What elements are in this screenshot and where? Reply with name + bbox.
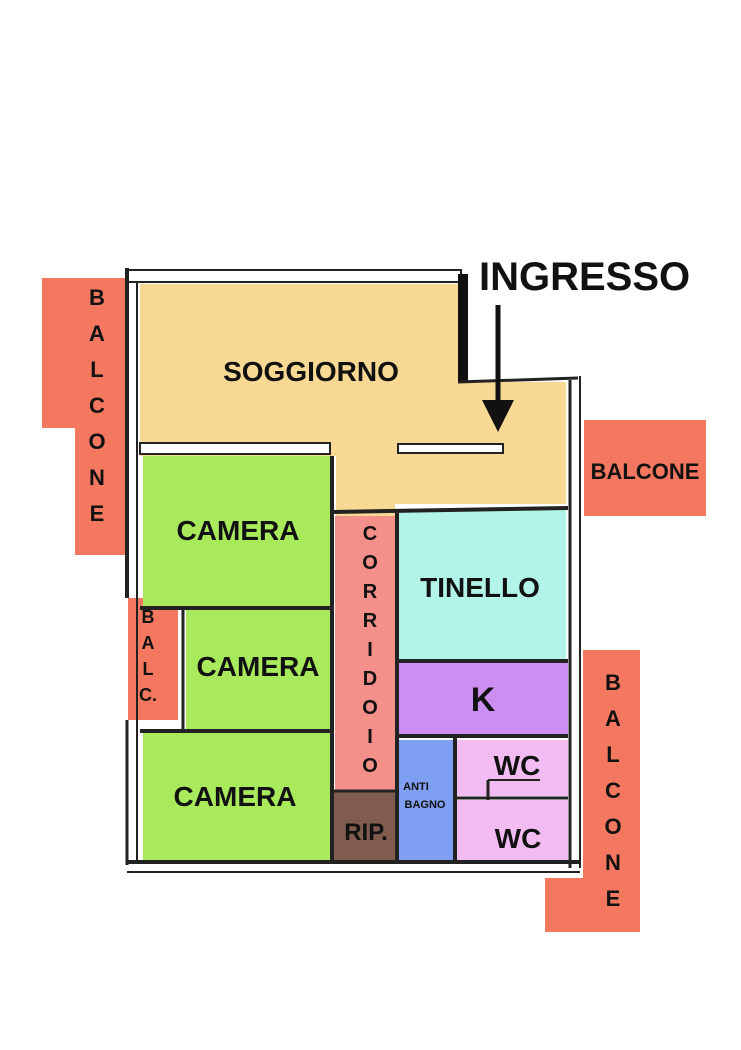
- label-balcone-right-bottom: BALCONE: [604, 670, 621, 911]
- label-camera-3: CAMERA: [174, 781, 297, 812]
- corridoio-letter: I: [367, 639, 373, 661]
- balcone-left-letter: A: [89, 321, 105, 346]
- label-ingresso: INGRESSO: [479, 255, 691, 299]
- room-wc-2: [457, 800, 568, 863]
- balcony-right-bottom: [545, 650, 640, 932]
- room-soggiorno: [140, 284, 566, 516]
- label-camera-1: CAMERA: [177, 515, 300, 546]
- corridoio-letter: I: [367, 726, 373, 748]
- corridoio-letter: R: [363, 581, 378, 603]
- balc-small-letter: L: [143, 659, 154, 679]
- balc-small-letter: C.: [139, 685, 157, 705]
- balcony-right-top: [584, 420, 706, 516]
- room-camera-3: [143, 733, 331, 860]
- label-wc-1: WC: [494, 750, 541, 781]
- balcone-right-letter: C: [605, 778, 621, 803]
- corridoio-letter: D: [363, 668, 377, 690]
- room-camera-1: [143, 456, 331, 606]
- room-corridoio: [335, 516, 397, 791]
- label-wc-2: WC: [495, 823, 542, 854]
- balcone-right-letter: B: [605, 670, 621, 695]
- corridoio-letter: C: [363, 523, 377, 545]
- corridoio-letter: O: [362, 697, 378, 719]
- label-balc-small: BAL C.: [139, 607, 157, 705]
- room-wc-1: [457, 740, 568, 796]
- label-balcone-left: BALCONE: [88, 285, 105, 526]
- balcony-left: [42, 278, 125, 555]
- room-ripostiglio: [334, 792, 397, 863]
- balcone-right-letter: L: [606, 742, 619, 767]
- room-kitchen: [398, 662, 568, 734]
- room-tinello: [398, 510, 566, 660]
- corridoio-letter: R: [363, 610, 378, 632]
- room-camera-2: [186, 610, 331, 730]
- balcone-right-letter: O: [604, 814, 621, 839]
- walls: [125, 268, 581, 873]
- label-kitchen: K: [471, 681, 496, 719]
- label-antibagno-2: BAGNO: [405, 799, 446, 811]
- corridoio-letter: O: [362, 755, 378, 777]
- balcone-left-letter: B: [89, 285, 105, 310]
- label-antibagno-1: ANTI: [403, 781, 429, 793]
- balc-small-letter: B: [142, 607, 155, 627]
- balcone-left-letter: C: [89, 393, 105, 418]
- balcone-right-letter: A: [605, 706, 621, 731]
- room-antibagno: [397, 740, 453, 863]
- label-soggiorno: SOGGIORNO: [223, 356, 399, 387]
- balc-small-letter: A: [142, 633, 155, 653]
- balcone-right-letter: E: [606, 886, 621, 911]
- balcone-left-letter: O: [88, 429, 105, 454]
- balcone-left-letter: E: [90, 501, 105, 526]
- balcone-right-letter: N: [605, 850, 621, 875]
- corridoio-letter: O: [362, 552, 378, 574]
- label-ripostiglio: RIP.: [344, 819, 388, 846]
- entrance-arrow-icon: [482, 305, 514, 432]
- label-balcone-right-top: BALCONE: [591, 459, 700, 484]
- label-camera-2: CAMERA: [197, 651, 320, 682]
- balcone-left-letter: N: [89, 465, 105, 490]
- label-tinello: TINELLO: [420, 572, 540, 603]
- balcone-left-letter: L: [90, 357, 103, 382]
